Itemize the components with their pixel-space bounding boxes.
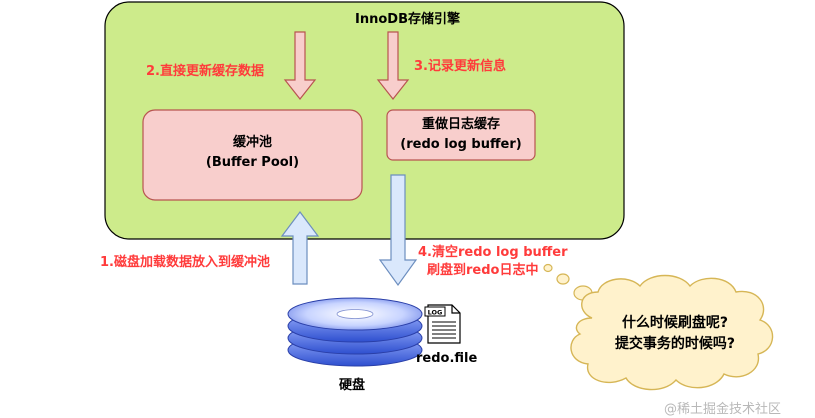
arrow-step2-down	[283, 31, 317, 100]
buffer-pool-label: 缓冲池 (Buffer Pool)	[143, 133, 362, 173]
redo-log-buffer-box	[386, 109, 536, 161]
disk-icon	[287, 297, 423, 367]
thought-bubble-medium	[556, 273, 570, 285]
watermark: @稀土掘金技术社区	[664, 402, 782, 417]
buffer-pool-label-line1: 缓冲池	[232, 135, 272, 150]
arrow-step3-down	[376, 31, 410, 100]
thought-cloud	[570, 274, 774, 391]
step3-label: 3.记录更新信息	[414, 59, 506, 74]
log-file-icon: LOG	[424, 304, 461, 344]
arrow-step4-down	[378, 174, 418, 287]
buffer-pool-label-line2: (Buffer Pool)	[205, 155, 300, 170]
buffer-pool-box	[142, 109, 363, 201]
redo-log-buffer-label: 重做日志缓存 (redo log buffer)	[387, 115, 535, 155]
thought-bubble-small	[543, 263, 553, 273]
redo-file-label: redo.file	[416, 351, 478, 366]
disk-label: 硬盘	[339, 378, 366, 393]
step2-label: 2.直接更新缓存数据	[146, 64, 264, 79]
redo-log-buffer-label-line2: (redo log buffer)	[400, 137, 522, 152]
step4-label-line1: 4.清空redo log buffer	[418, 245, 568, 260]
redo-log-buffer-label-line1: 重做日志缓存	[421, 117, 500, 132]
arrow-step1-up	[280, 211, 320, 285]
engine-title: InnoDB存储引擎	[355, 12, 460, 27]
step4-label-line2: 刷盘到redo日志中	[427, 263, 539, 278]
log-file-icon-text: LOG	[428, 309, 443, 317]
cloud-question: 什么时候刷盘呢? 提交事务的时候吗?	[600, 313, 750, 355]
step1-label: 1.磁盘加载数据放入到缓冲池	[100, 255, 270, 270]
cloud-question-line1: 什么时候刷盘呢?	[621, 315, 729, 331]
step4-label: 4.清空redo log buffer 刷盘到redo日志中	[418, 244, 568, 280]
cloud-question-line2: 提交事务的时候吗?	[614, 336, 736, 352]
